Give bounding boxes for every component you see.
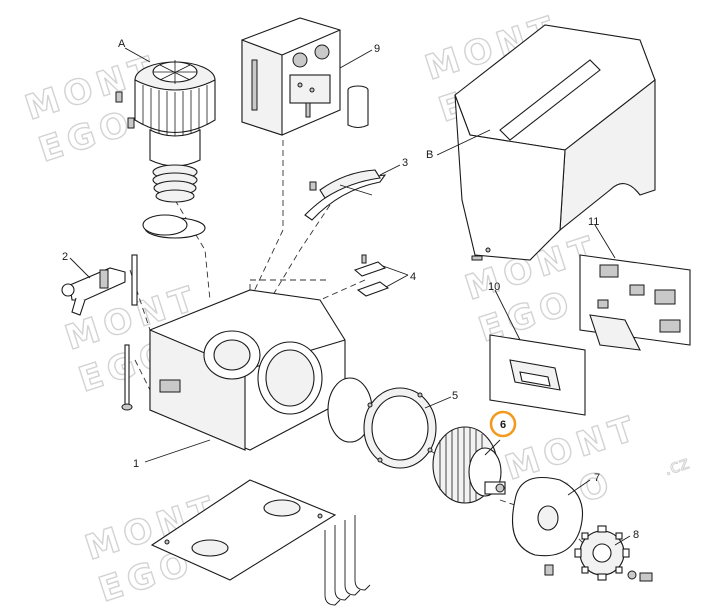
anchor-bolts: [324, 515, 371, 606]
label-7: 7: [594, 472, 600, 484]
label-6: 6: [500, 419, 506, 431]
label-5: 5: [452, 390, 458, 402]
cover-part-b: [454, 24, 656, 261]
release-handle-part-2: [61, 254, 138, 316]
label-11: 11: [588, 216, 599, 228]
pcb-part-11: [579, 254, 691, 351]
leader-lines: [69, 47, 631, 546]
label-3: 3: [402, 157, 408, 169]
bracket-part-3: [304, 169, 387, 221]
mounting-plate: [150, 479, 337, 581]
panel-part-10: [489, 334, 586, 416]
housing-part-1: [121, 289, 346, 451]
highlight-part-6: 6: [489, 410, 517, 438]
label-4: 4: [410, 271, 416, 283]
clips-part-4: [353, 254, 390, 297]
gasket-and-plate-part-5: [142, 214, 437, 469]
cover-plate-part-7: [511, 476, 584, 576]
highlight-circle: [489, 410, 517, 438]
label-a: A: [118, 38, 126, 50]
label-10: 10: [488, 281, 500, 293]
label-2: 2: [62, 251, 68, 263]
gear-part-6: [432, 426, 506, 504]
label-1: 1: [133, 458, 139, 470]
label-8: 8: [633, 529, 639, 541]
watermark-bottom-right-suffix: .cz: [661, 453, 691, 481]
label-b: B: [426, 149, 433, 161]
sprocket-part-8: [574, 525, 653, 582]
label-9: 9: [374, 43, 380, 55]
control-unit-part-9: [241, 17, 369, 136]
